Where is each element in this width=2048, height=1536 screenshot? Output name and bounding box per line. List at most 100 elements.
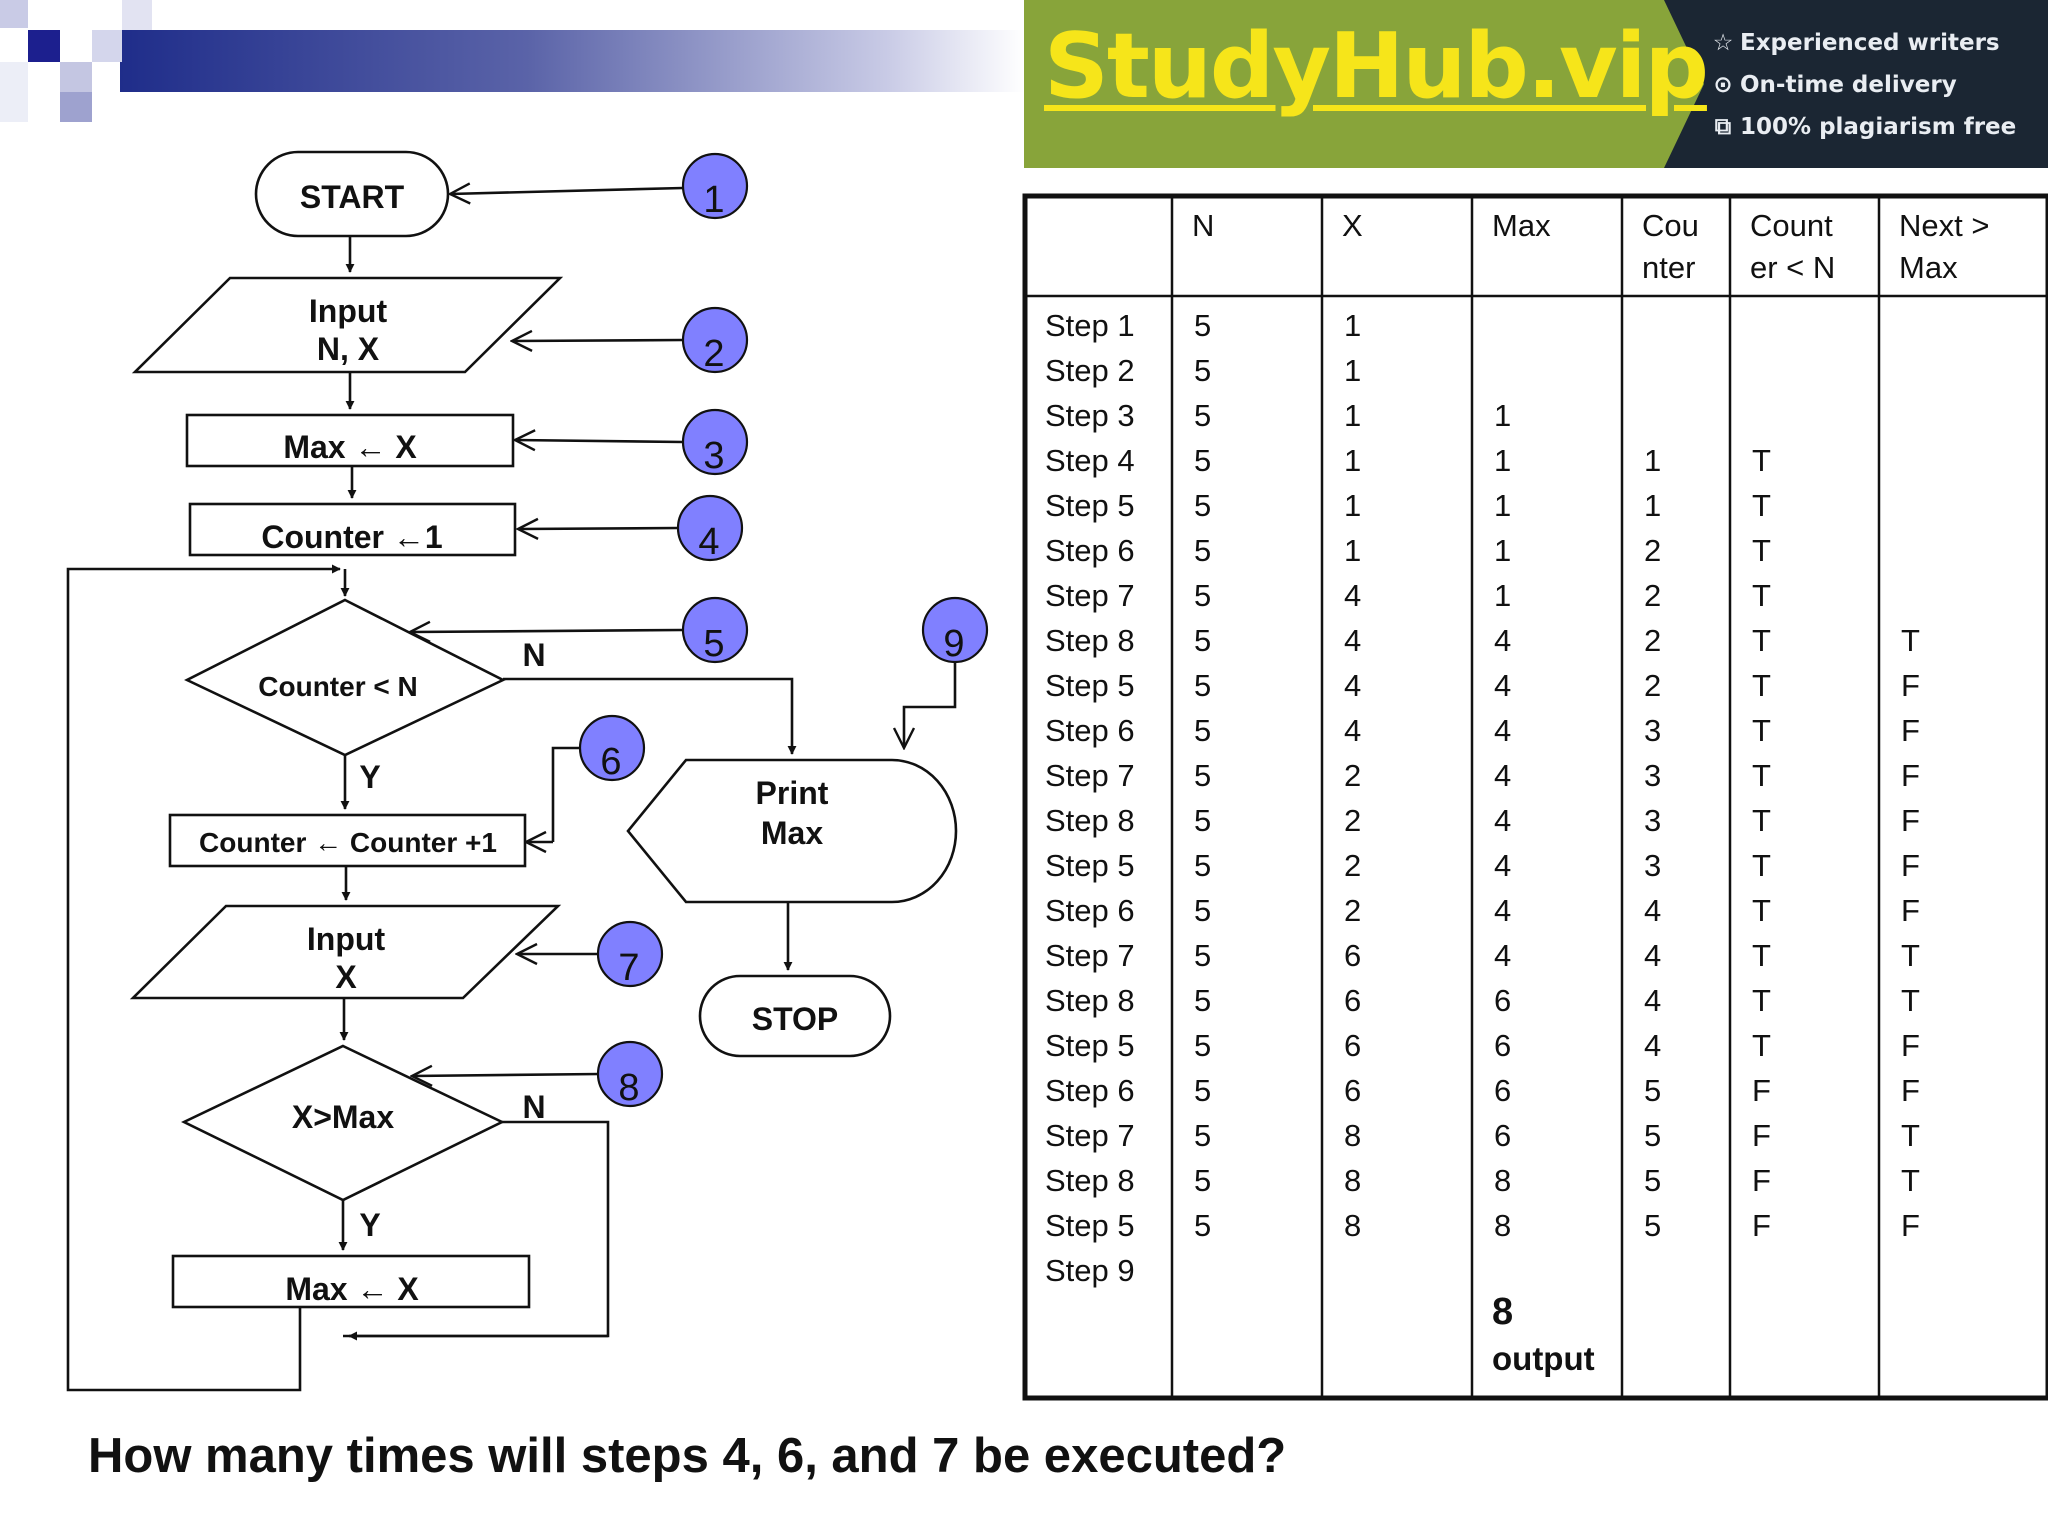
table-cell: 4 [1494, 938, 1511, 973]
table-cell: 2 [1644, 533, 1661, 568]
table-cell: F [1901, 668, 1920, 703]
table-cell: 4 [1344, 668, 1361, 703]
table-cell: 4 [1494, 623, 1511, 658]
deco-square [122, 0, 152, 30]
table-cell: 1 [1344, 533, 1361, 568]
table-step-cell: Step 8 [1045, 623, 1135, 658]
table-cell: T [1901, 1163, 1920, 1198]
table-cell: 6 [1494, 1028, 1511, 1063]
table-border [1022, 193, 2048, 1401]
copy-icon: ⧉ [1714, 114, 1732, 140]
star-outline-icon: ☆ [1712, 30, 1734, 56]
table-cell: 5 [1194, 1118, 1211, 1153]
deco-square [0, 0, 28, 28]
clock-icon: ⊙ [1713, 72, 1733, 98]
table-cell: 3 [1644, 803, 1661, 838]
table-cell: 5 [1194, 758, 1211, 793]
input-vars-label: X [335, 959, 357, 995]
branch-no-label: N [522, 637, 545, 673]
table-cell: 4 [1644, 893, 1661, 928]
step-marker-1 [681, 152, 749, 220]
feature-delivery: ⊙ On-time delivery [1710, 72, 1957, 98]
feature-text: On-time delivery [1740, 72, 1957, 98]
table-cell: 6 [1344, 1028, 1361, 1063]
deco-square [28, 30, 60, 62]
table-cell: T [1752, 893, 1771, 928]
table-cell: 1 [1344, 353, 1361, 388]
table-header-cell: X [1342, 208, 1363, 243]
table-cell: F [1901, 848, 1920, 883]
table-cell: 5 [1194, 398, 1211, 433]
table-cell: 4 [1494, 803, 1511, 838]
table-cell: 1 [1494, 488, 1511, 523]
table-cell: 8 [1494, 1163, 1511, 1198]
table-cell: 6 [1494, 1118, 1511, 1153]
table-step-cell: Step 8 [1045, 983, 1135, 1018]
final-output-value: 8 [1492, 1291, 1513, 1333]
final-output-label: output [1492, 1340, 1595, 1377]
table-cell: 5 [1644, 1073, 1661, 1108]
table-cell: 4 [1494, 758, 1511, 793]
counter-init-label: Counter ←1 [261, 519, 442, 555]
table-cell: 4 [1494, 668, 1511, 703]
table-step-cell: Step 5 [1045, 488, 1135, 523]
table-cell: 5 [1194, 353, 1211, 388]
step-marker-label: 6 [600, 741, 621, 783]
banner-green-panel [1024, 0, 1704, 168]
decision-xmax-label: X>Max [292, 1099, 394, 1135]
flowchart: 1 2 3 4 5 6 7 8 9 START Input N, X Max ←… [66, 150, 989, 1392]
max-assign-label: Max ← X [283, 429, 417, 465]
step-marker-label: 1 [703, 179, 724, 221]
deco-square [92, 30, 122, 62]
table-cell: 6 [1344, 938, 1361, 973]
table-cell: T [1901, 983, 1920, 1018]
table-cell: T [1901, 938, 1920, 973]
brand-logo[interactable]: StudyHub.vip [1044, 14, 1709, 119]
table-cell: 1 [1344, 443, 1361, 478]
table-cell: 2 [1344, 848, 1361, 883]
table-cell: 5 [1194, 893, 1211, 928]
table-cell: 4 [1494, 848, 1511, 883]
step-marker-4 [676, 494, 744, 562]
table-cell: F [1901, 803, 1920, 838]
studyhub-banner[interactable]: StudyHub.vip ☆Experienced writers ⊙ On-ti… [1024, 0, 2048, 168]
deco-square [0, 62, 28, 122]
table-cell: F [1901, 1028, 1920, 1063]
table-cell: 1 [1494, 578, 1511, 613]
print-display [626, 758, 958, 904]
step-marker-label: 3 [703, 435, 724, 477]
table-header-cell: nter [1642, 250, 1695, 285]
input-label: Input [309, 293, 388, 329]
counter-inc-label: Counter ← Counter +1 [199, 827, 497, 858]
table-step-cell: Step 7 [1045, 938, 1135, 973]
table-header-cell: Max [1492, 208, 1551, 243]
step-marker-label: 2 [703, 333, 724, 375]
feature-text: Experienced writers [1740, 30, 2000, 56]
stop-terminal [698, 974, 892, 1058]
table-cell: T [1752, 803, 1771, 838]
decision-counter-label: Counter < N [258, 671, 417, 702]
table-cell: 3 [1644, 713, 1661, 748]
step-marker-label: 7 [618, 947, 639, 989]
table-cell: 5 [1194, 668, 1211, 703]
table-step-cell: Step 5 [1045, 848, 1135, 883]
input-x-parallelogram [129, 904, 562, 1000]
table-cell: 5 [1194, 308, 1211, 343]
deco-square [60, 62, 92, 92]
table-cell: F [1901, 758, 1920, 793]
table-step-cell: Step 6 [1045, 713, 1135, 748]
step-marker-label: 8 [618, 1067, 639, 1109]
table-cell: T [1901, 1118, 1920, 1153]
table-cell: 1 [1644, 443, 1661, 478]
table-cell: 8 [1344, 1208, 1361, 1243]
table-cell: 6 [1494, 1073, 1511, 1108]
table-cell: 4 [1494, 713, 1511, 748]
step-marker-label: 9 [943, 623, 964, 665]
table-cell: T [1752, 443, 1771, 478]
table-header-cell: N [1192, 208, 1214, 243]
table-cell: 5 [1194, 713, 1211, 748]
table-cell: 5 [1194, 578, 1211, 613]
table-header-cell: Cou [1642, 208, 1699, 243]
table-step-cell: Step 6 [1045, 1073, 1135, 1108]
table-cell: T [1752, 713, 1771, 748]
